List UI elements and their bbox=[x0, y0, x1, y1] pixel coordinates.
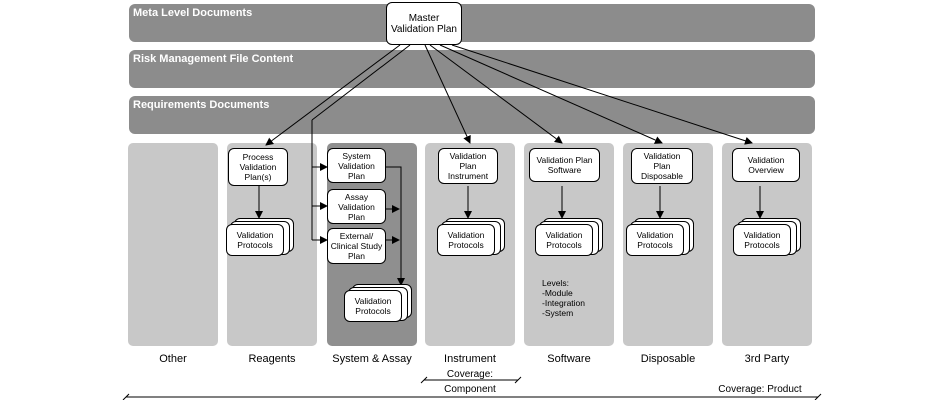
coverage-product-tick-left bbox=[122, 393, 130, 400]
band-requirements: Requirements Documents bbox=[129, 96, 815, 134]
arrow-master-to-overview bbox=[451, 44, 753, 145]
arrow-master-to-software bbox=[429, 44, 563, 144]
band-meta-level-label: Meta Level Documents bbox=[133, 7, 253, 19]
coverage-component-tick-left bbox=[420, 376, 428, 384]
external-clinical-study-plan: External/ Clinical Study Plan bbox=[327, 228, 386, 264]
validation-plan-disposable: Validation Plan Disposable bbox=[631, 148, 693, 184]
column-label-software: Software bbox=[547, 353, 591, 365]
levels-title: Levels: bbox=[542, 278, 569, 288]
validation-protocols: Validation Protocols bbox=[226, 224, 284, 256]
protocols-stack-reagents: Validation Protocols bbox=[226, 218, 294, 256]
arrow-master-to-disposable bbox=[439, 44, 663, 144]
band-meta-level: Meta Level Documents bbox=[129, 4, 815, 42]
column-label-instrument: Instrument bbox=[444, 353, 496, 365]
column-label-disposable: Disposable bbox=[640, 353, 696, 365]
coverage-product-label: Coverage: Product bbox=[718, 384, 802, 395]
protocols-stack-software: Validation Protocols bbox=[535, 218, 603, 256]
arrow-master-to-process bbox=[265, 44, 401, 146]
coverage-component-label: Component bbox=[444, 384, 496, 395]
master-validation-plan: Master Validation Plan bbox=[386, 2, 462, 45]
band-requirements-label: Requirements Documents bbox=[133, 99, 270, 111]
validation-overview: Validation Overview bbox=[732, 148, 800, 182]
column-label-other: Other bbox=[159, 353, 187, 365]
validation-protocols: Validation Protocols bbox=[535, 224, 593, 256]
band-risk-management-label: Risk Management File Content bbox=[133, 53, 294, 65]
validation-plan-instrument: Validation Plan Instrument bbox=[438, 148, 498, 184]
arrow-system-to-protocols bbox=[386, 166, 405, 286]
validation-protocols: Validation Protocols bbox=[733, 224, 791, 256]
validation-protocols: Validation Protocols bbox=[626, 224, 684, 256]
process-validation-plan: Process Validation Plan(s) bbox=[228, 148, 288, 186]
protocols-stack-system-assay: Validation Protocols bbox=[344, 284, 412, 322]
coverage-product-tick-right bbox=[814, 393, 822, 400]
column-other bbox=[128, 143, 218, 346]
line-master-to-system-bus bbox=[311, 44, 411, 121]
column-label-system-assay: System & Assay bbox=[332, 353, 412, 365]
protocols-stack-instrument: Validation Protocols bbox=[437, 218, 505, 256]
levels-module: -Module bbox=[542, 288, 573, 298]
coverage-component-title: Coverage: bbox=[446, 369, 494, 380]
levels-system: -System bbox=[542, 308, 574, 318]
system-validation-plan: System Validation Plan bbox=[327, 148, 386, 183]
coverage-component-tick-right bbox=[514, 376, 522, 384]
validation-protocols: Validation Protocols bbox=[344, 290, 402, 322]
band-risk-management: Risk Management File Content bbox=[129, 50, 815, 88]
levels-integration: -Integration bbox=[542, 298, 585, 308]
arrow-master-to-instrument bbox=[424, 44, 471, 144]
column-label-reagents: Reagents bbox=[248, 353, 296, 365]
column-label-third-party: 3rd Party bbox=[744, 353, 790, 365]
validation-protocols: Validation Protocols bbox=[437, 224, 495, 256]
protocols-stack-disposable: Validation Protocols bbox=[626, 218, 694, 256]
assay-validation-plan: Assay Validation Plan bbox=[327, 189, 386, 224]
validation-plan-software: Validation Plan Software bbox=[529, 148, 600, 182]
protocols-stack-third-party: Validation Protocols bbox=[733, 218, 801, 256]
software-levels: Levels: -Module -Integration -System bbox=[542, 278, 585, 318]
